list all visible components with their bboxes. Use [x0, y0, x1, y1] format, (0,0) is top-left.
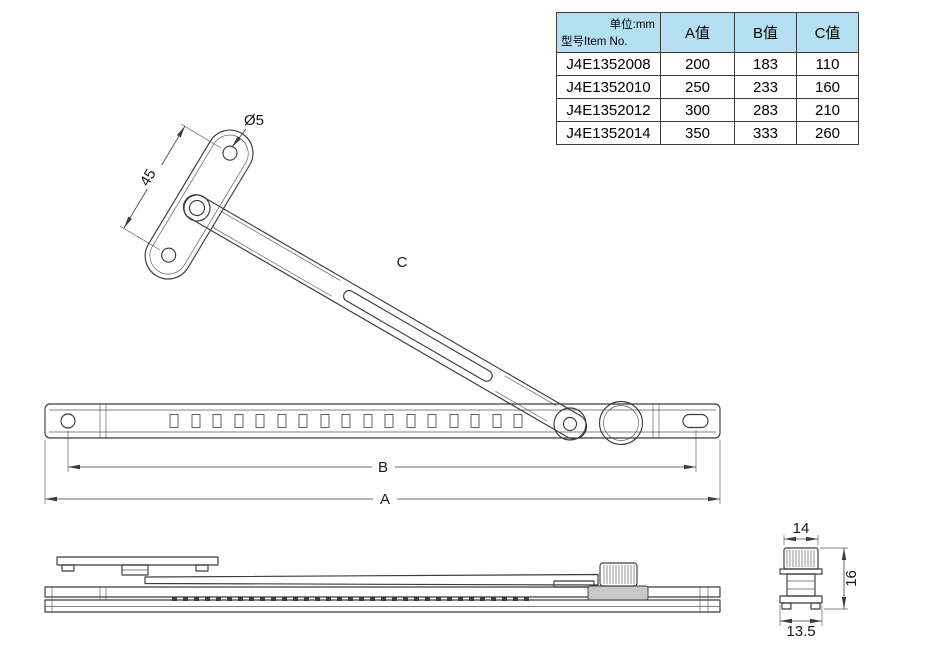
mounting-plate [144, 129, 254, 280]
dim-span-b-label: B [378, 459, 388, 476]
side-knob-knurling [603, 565, 635, 584]
cell-item-no: J4E1352012 [556, 98, 661, 122]
dim-plate-length: 45 [119, 123, 222, 251]
cell-a-value: 200 [660, 52, 735, 76]
cell-b-value: 333 [734, 121, 797, 145]
cell-a-value: 250 [660, 75, 735, 99]
cell-c-value: 110 [796, 52, 859, 76]
adjustment-knob-plan [598, 400, 644, 446]
dim-span-a-label: A [380, 491, 390, 508]
dim-knob-width-label: 14 [793, 520, 810, 537]
spec-table: 单位:mm 型号Item No. A值 B值 C值 J4E1352008 200… [556, 12, 859, 145]
dim-hole-dia-label: Ø5 [244, 112, 264, 129]
spec-row: J4E1352012 300 283 210 [556, 98, 859, 122]
unit-label: 单位:mm [609, 19, 655, 31]
end-foot-right [810, 602, 821, 610]
side-arm [144, 573, 599, 586]
cell-c-value: 160 [796, 75, 859, 99]
dim-base-width-label: 13.5 [786, 623, 815, 640]
end-knurled-knob [783, 547, 819, 570]
end-collar [779, 568, 823, 575]
cell-item-no: J4E1352014 [556, 121, 661, 145]
end-foot-left [781, 602, 792, 610]
item-no-label: 型号Item No. [561, 36, 628, 48]
cell-a-value: 300 [660, 98, 735, 122]
rail-oblong-hole-right [682, 413, 709, 429]
hole-dia-leader [231, 128, 247, 148]
plate-hole-top [222, 145, 238, 161]
cell-item-no: J4E1352010 [556, 75, 661, 99]
plate-pivot-hole [188, 199, 206, 217]
cell-b-value: 183 [734, 52, 797, 76]
side-view [44, 556, 721, 613]
stay-arm [182, 194, 588, 440]
plate-hole-bottom [161, 247, 177, 263]
side-track-lower [44, 599, 721, 613]
col-header-b: B值 [734, 12, 797, 53]
cell-c-value: 210 [796, 98, 859, 122]
cell-b-value: 233 [734, 75, 797, 99]
side-mounting-plate [56, 556, 219, 566]
rail-outline [44, 403, 721, 439]
arm-rail-pivot [553, 407, 587, 441]
end-body [786, 573, 816, 597]
dim-base-width: 13.5 [779, 605, 823, 640]
col-header-a: A值 [660, 12, 735, 53]
spec-row: J4E1352010 250 233 160 [556, 75, 859, 99]
dim-span-b: B [67, 430, 697, 476]
dim-height-label: 16 [843, 570, 860, 587]
col-header-c: C值 [796, 12, 859, 53]
spec-row: J4E1352008 200 183 110 [556, 52, 859, 76]
dim-plate-length-label: 45 [137, 166, 160, 189]
end-knob-knurling [786, 550, 815, 567]
plan-view: Ø5 45 C B [44, 112, 721, 508]
side-knurled-knob [599, 562, 638, 587]
cell-item-no: J4E1352008 [556, 52, 661, 76]
spec-row: J4E1352014 350 333 260 [556, 121, 859, 145]
dim-span-a: A [44, 440, 721, 508]
dim-arm-length-label: C [397, 254, 408, 271]
cell-a-value: 350 [660, 121, 735, 145]
dim-knob-width: 14 [783, 520, 819, 545]
side-plate-foot-right [195, 564, 209, 572]
table-corner-cell: 单位:mm 型号Item No. [556, 12, 661, 53]
cell-b-value: 283 [734, 98, 797, 122]
rail-hole-left [60, 413, 76, 429]
side-plate-foot-left [61, 564, 75, 572]
dim-height: 16 [820, 547, 860, 610]
side-pivot-block [587, 585, 649, 601]
end-view: 14 16 13.5 [779, 520, 860, 640]
end-base [779, 595, 823, 604]
arm-slot [343, 289, 493, 382]
table-header-row: 单位:mm 型号Item No. A值 B值 C值 [556, 12, 859, 53]
cell-c-value: 260 [796, 121, 859, 145]
rail-adjustment-slots [169, 414, 523, 428]
side-pivot-bracket [553, 580, 595, 588]
